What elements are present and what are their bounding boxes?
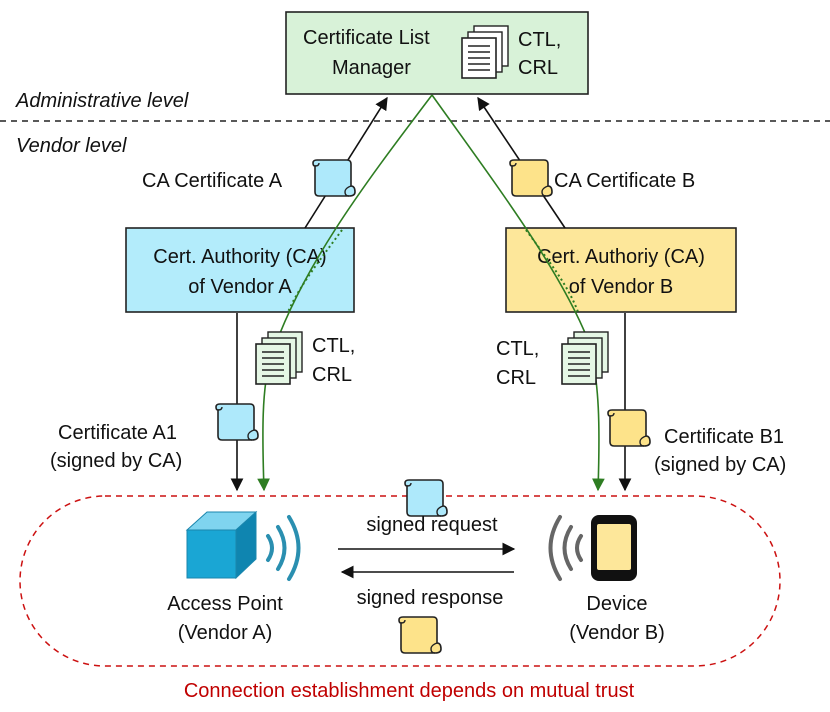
- administrative-level-label: Administrative level: [15, 90, 189, 112]
- device-smartphone-icon: [591, 515, 637, 581]
- clm-crl-label: CRL: [518, 57, 558, 79]
- certificate-b1-scroll-icon: [607, 409, 651, 447]
- signed-request-label: signed request: [366, 514, 498, 536]
- device-label-line2: (Vendor B): [569, 622, 665, 644]
- mutual-trust-caption: Connection establishment depends on mutu…: [184, 680, 635, 702]
- ca-certificate-a-label: CA Certificate A: [142, 170, 283, 192]
- certificate-a1-line1: Certificate A1: [58, 422, 177, 444]
- green-dotted-through-ca-b: [525, 229, 579, 313]
- device-signal-icon: [548, 515, 583, 581]
- ca-vendor-a-box: [125, 227, 355, 313]
- ctl-right-label: CTL,: [496, 338, 539, 360]
- green-line-clm-to-access-point: [257, 94, 433, 492]
- certificate-a1-line2: (signed by CA): [50, 450, 182, 472]
- access-point-label-line2: (Vendor A): [178, 622, 273, 644]
- signed-response-label: signed response: [357, 587, 504, 609]
- certificate-a1-scroll-icon: [215, 403, 259, 441]
- clm-document-stack-icon: [461, 25, 509, 79]
- access-point-cube-icon: [185, 510, 258, 580]
- ca-b-line2: of Vendor B: [569, 276, 674, 298]
- certificate-b1-line1: Certificate B1: [664, 426, 784, 448]
- crl-right-label: CRL: [496, 367, 536, 389]
- clm-ctl-label: CTL,: [518, 29, 561, 51]
- ca-certificate-b-label: CA Certificate B: [554, 170, 695, 192]
- green-dotted-through-ca-a: [287, 229, 343, 313]
- ca-vendor-b-box: [505, 227, 737, 313]
- ca-b-line1: Cert. Authoriy (CA): [537, 246, 705, 268]
- access-point-signal-icon: [266, 515, 301, 581]
- ca-a-line2: of Vendor A: [188, 276, 292, 298]
- signed-response-scroll-icon: [398, 616, 442, 654]
- ca-certificate-a-scroll-icon: [312, 159, 356, 197]
- certificate-list-manager-box: [285, 11, 589, 95]
- clm-title-line1: Certificate List: [303, 27, 430, 49]
- ctl-crl-right-document-icon: [561, 331, 609, 385]
- signed-request-scroll-icon: [404, 479, 448, 517]
- clm-title-line2: Manager: [332, 57, 411, 79]
- green-line-clm-to-device: [431, 94, 605, 492]
- ctl-left-label: CTL,: [312, 335, 355, 357]
- certificate-b1-line2: (signed by CA): [654, 454, 786, 476]
- ca-certificate-b-scroll-icon: [509, 159, 553, 197]
- crl-left-label: CRL: [312, 364, 352, 386]
- ctl-crl-left-document-icon: [255, 331, 303, 385]
- ca-a-line1: Cert. Authority (CA): [153, 246, 326, 268]
- device-label-line1: Device: [586, 593, 647, 615]
- vendor-level-label: Vendor level: [16, 135, 127, 157]
- access-point-label-line1: Access Point: [167, 593, 283, 615]
